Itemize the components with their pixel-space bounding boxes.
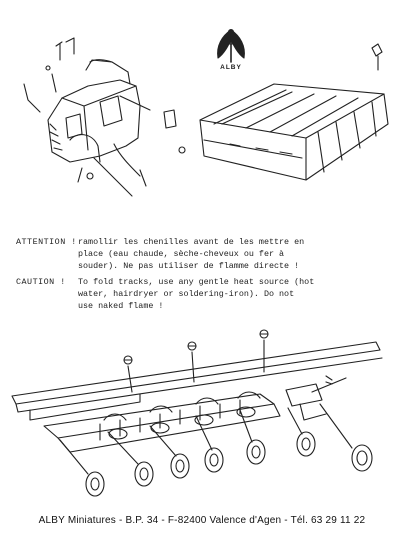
truck-cab-drawing <box>23 37 186 197</box>
brand-logo-text: ALBY <box>220 64 242 71</box>
warning-french: ATTENTION !ramollir les chenilles avant … <box>16 236 398 272</box>
warning-english-line-2: water, hairdryer or soldering-iron). Do … <box>78 289 295 299</box>
chassis-track-drawing <box>11 329 383 497</box>
warning-french-line-3: souder). Ne pas utiliser de flamme direc… <box>78 261 300 271</box>
warning-french-line-2: place (eau chaude, sèche-cheveux ou fer … <box>78 249 285 259</box>
warning-english-label: CAUTION ! <box>16 277 66 287</box>
footer-address: ALBY Miniatures - B.P. 34 - F-82400 Vale… <box>38 515 366 526</box>
warning-french-line-1: ramollir les chenilles avant de les mett… <box>78 237 305 247</box>
truck-bed-drawing <box>199 43 389 181</box>
alby-logo-icon <box>217 28 245 63</box>
warning-english-line-3: use naked flame ! <box>78 301 164 311</box>
warning-english-line-1: To fold tracks, use any gentle heat sour… <box>78 277 315 287</box>
warning-english: CAUTION ! To fold tracks, use any gentle … <box>16 276 398 312</box>
warning-french-label: ATTENTION ! <box>16 237 77 247</box>
